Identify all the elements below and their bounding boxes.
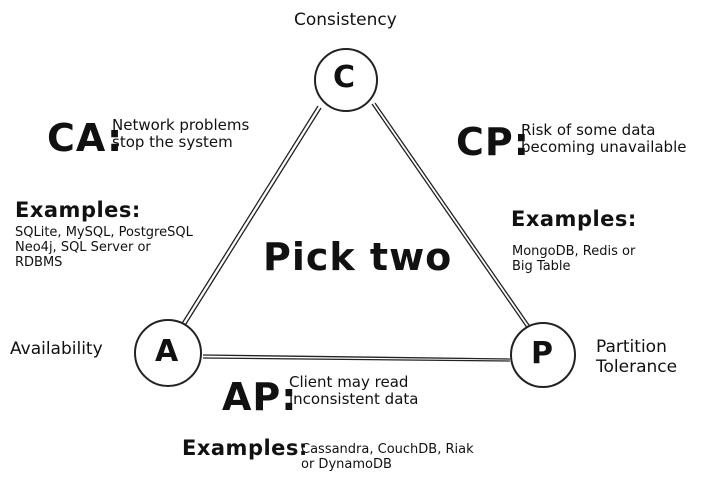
ap-description: Client may read inconsistent data <box>289 373 419 409</box>
node-c-letter: C <box>333 60 357 95</box>
node-a-label: Availability <box>10 339 103 359</box>
node-a-circle <box>134 319 202 387</box>
center-title: Pick two <box>263 235 453 279</box>
node-a-letter: A <box>155 334 180 369</box>
node-c-label: Consistency <box>294 10 397 30</box>
ap-examples: Cassandra, CouchDB, Riak or DynamoDB <box>301 442 474 472</box>
ap-code: AP: <box>222 375 298 419</box>
cp-examples-title: Examples: <box>511 207 637 231</box>
node-p-letter: P <box>531 336 554 371</box>
ca-description: Network problems stop the system <box>112 116 250 152</box>
node-c-circle <box>314 48 378 112</box>
ca-examples: SQLite, MySQL, PostgreSQL Neo4j, SQL Ser… <box>15 225 193 270</box>
edge-a-p <box>202 354 511 362</box>
edge-c-a <box>180 105 322 328</box>
ca-code: CA: <box>47 116 124 160</box>
ca-examples-title: Examples: <box>15 198 141 222</box>
cp-examples: MongoDB, Redis or Big Table <box>512 244 636 274</box>
cp-description: Risk of some data becoming unavailable <box>521 121 687 157</box>
cp-code: CP: <box>456 120 530 164</box>
ap-examples-title: Examples: <box>182 436 308 460</box>
node-p-label: Partition Tolerance <box>596 337 678 377</box>
node-p-circle <box>510 322 576 388</box>
edge-c-p <box>371 102 532 330</box>
